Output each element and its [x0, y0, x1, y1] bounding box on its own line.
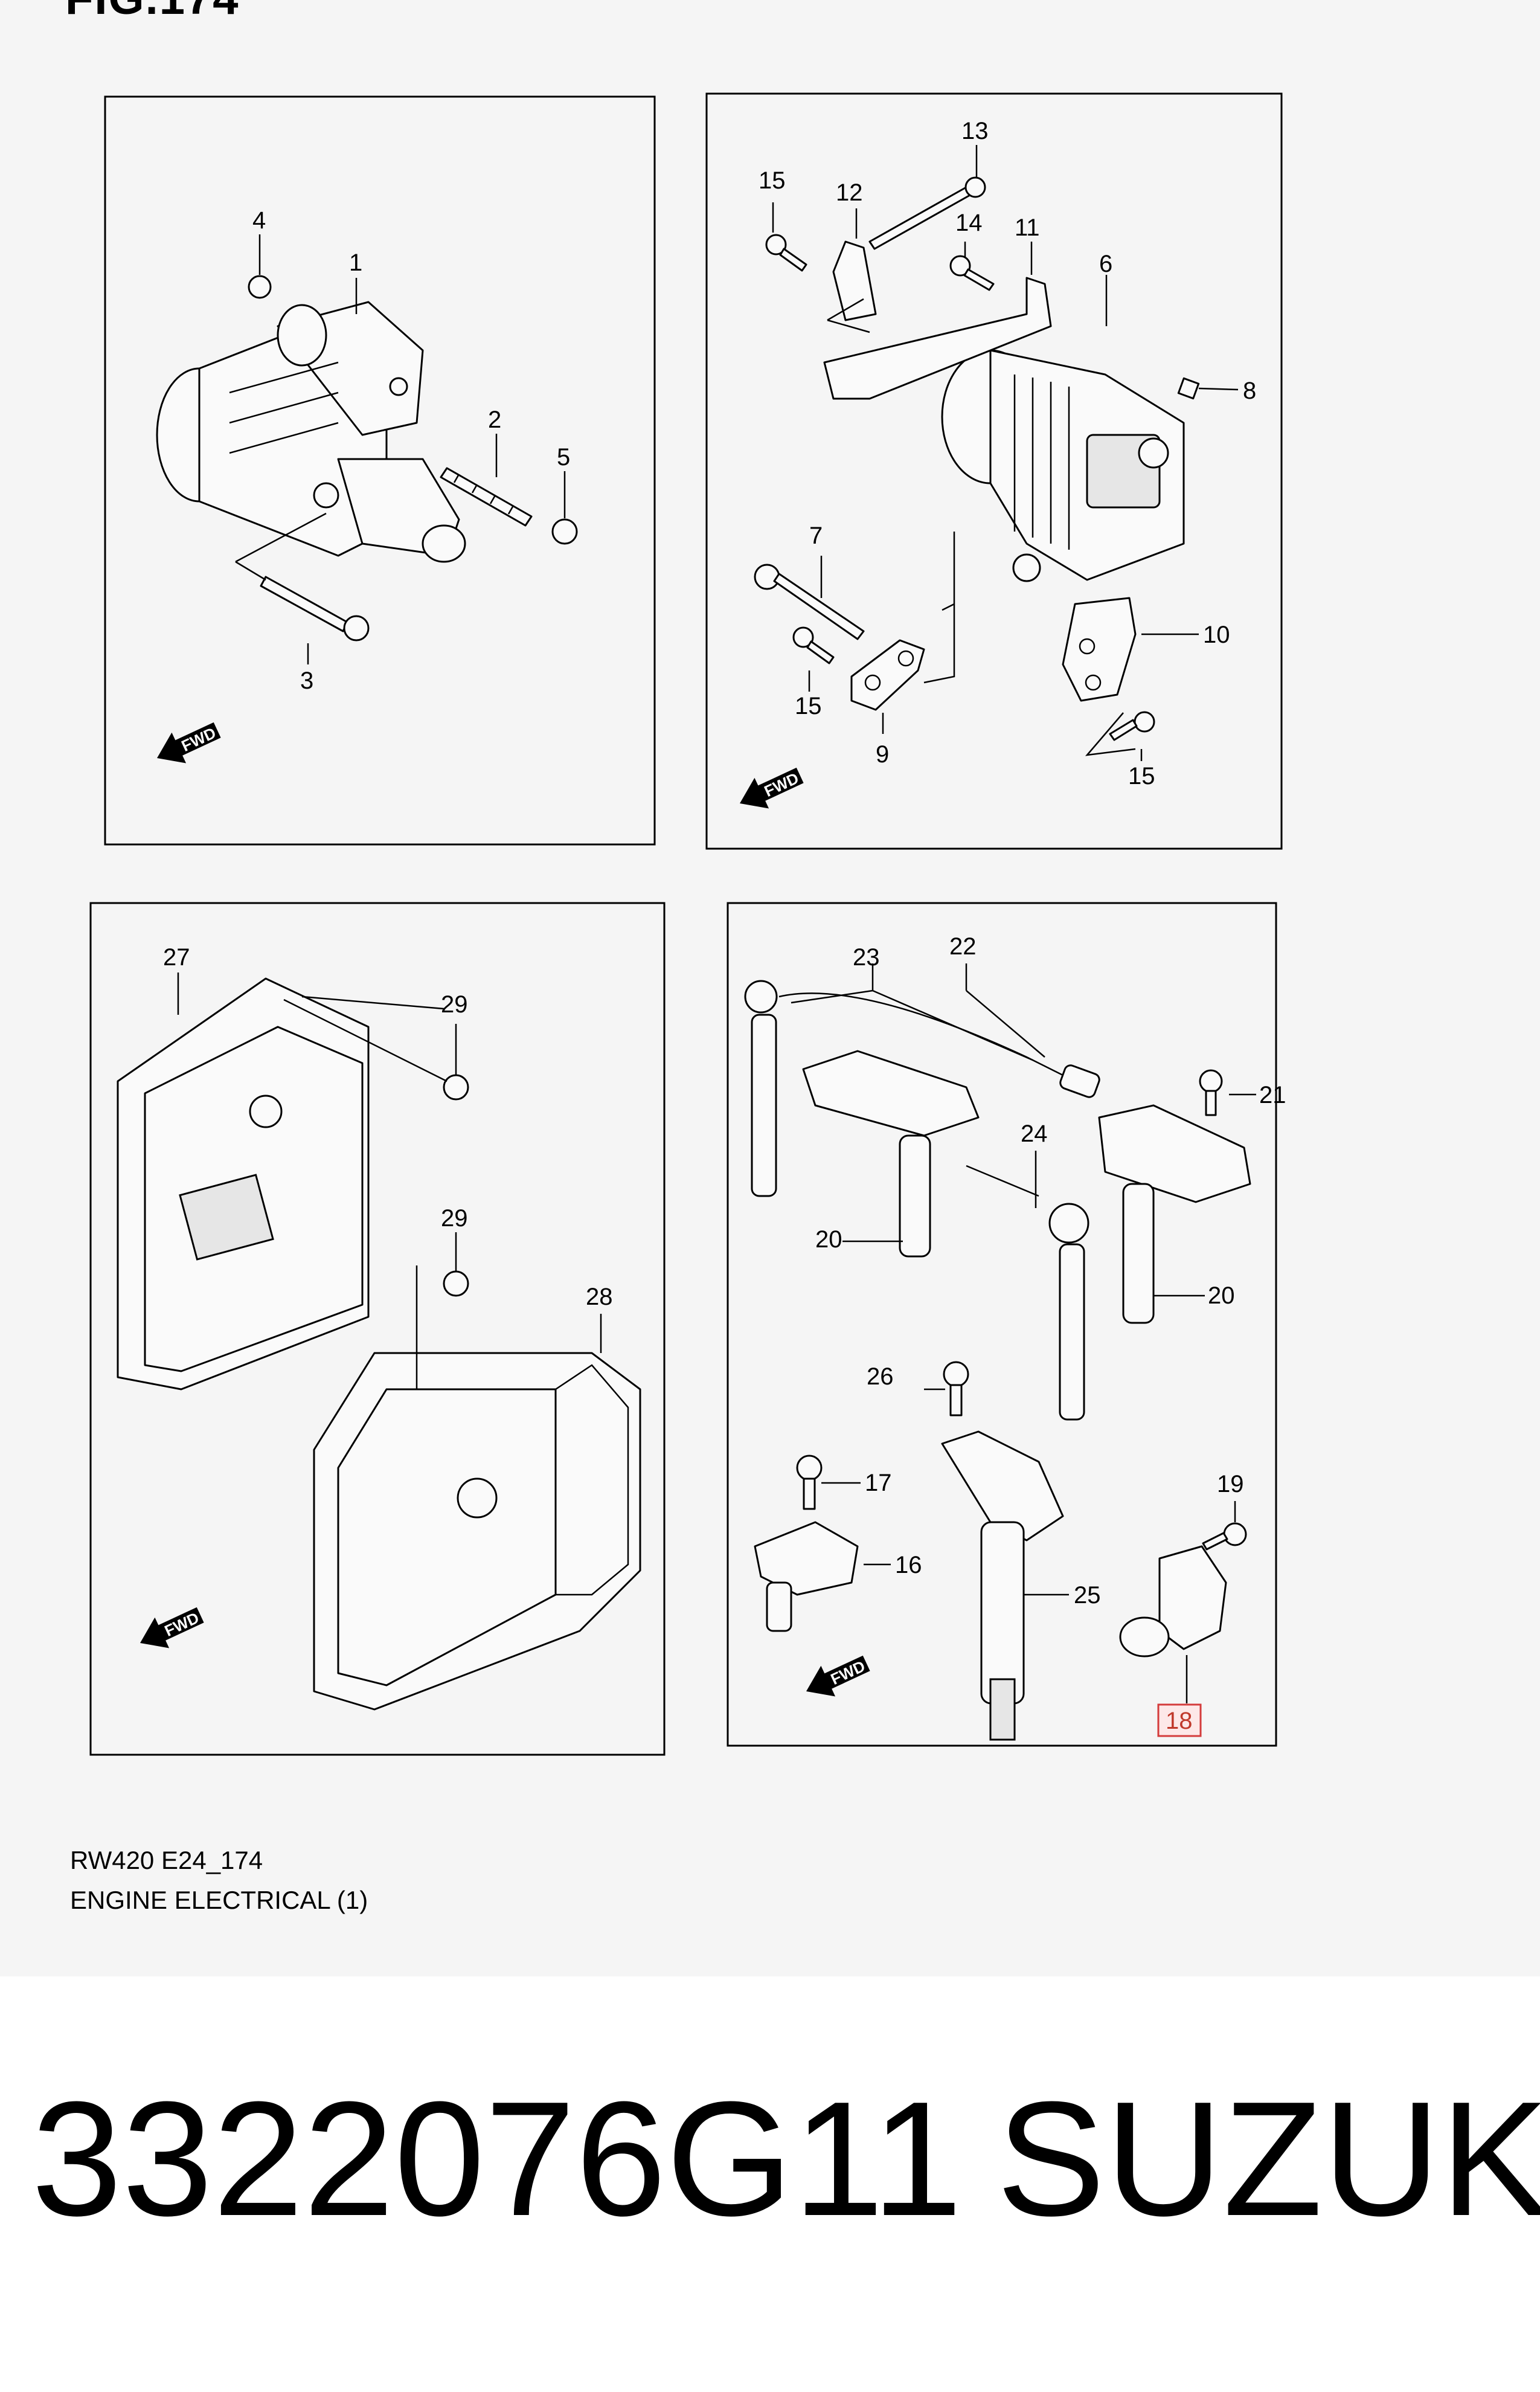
fwd-arrow-icon: FWD	[740, 767, 804, 809]
callout-7: 7	[809, 522, 823, 549]
callout-12: 12	[836, 179, 863, 206]
panel-ecm: 27 29 29 28 FWD	[89, 902, 666, 1756]
starter-bolt-long	[440, 467, 533, 527]
ecm-28	[313, 1352, 641, 1711]
callout-1: 1	[349, 249, 362, 276]
callout-21: 21	[1259, 1082, 1286, 1108]
callout-15-top: 15	[759, 167, 786, 194]
fwd-label: FWD	[162, 1609, 202, 1640]
callout-10: 10	[1203, 622, 1230, 648]
bracket-10	[1062, 597, 1137, 702]
callout-26: 26	[867, 1363, 894, 1390]
ecm-27	[117, 977, 370, 1391]
sensor-16	[754, 1521, 859, 1632]
callout-23: 23	[853, 944, 880, 971]
callout-13: 13	[961, 118, 989, 144]
callout-4: 4	[252, 207, 266, 234]
fwd-label: FWD	[179, 724, 219, 755]
callout-9: 9	[876, 741, 889, 768]
bolt-17	[796, 1455, 823, 1510]
diagram-code: RW420 E24_174	[70, 1846, 263, 1874]
part-number: 3322076G11	[31, 2068, 963, 2250]
panel-starter-frame	[104, 95, 656, 846]
bolt-15-right	[1109, 711, 1155, 741]
panel-alternator-frame	[705, 92, 1283, 850]
callout-27: 27	[163, 944, 190, 971]
callout-20-right: 20	[1208, 1282, 1235, 1309]
plate-9	[850, 639, 925, 711]
bolt-19	[1202, 1522, 1247, 1551]
callout-8: 8	[1243, 378, 1256, 404]
diagram-sheet: FIG.174	[65, 0, 1286, 1914]
alternator-body	[941, 349, 1185, 582]
callout-20-left: 20	[815, 1226, 842, 1253]
figure-label: FIG.174	[65, 0, 240, 25]
nut-8	[1177, 377, 1200, 400]
callout-6: 6	[1099, 251, 1112, 277]
diagram-title: ENGINE ELECTRICAL (1)	[70, 1886, 368, 1914]
callout-5: 5	[557, 444, 570, 471]
callout-17: 17	[865, 1470, 892, 1496]
starter-motor	[156, 301, 466, 563]
panel-ignition-frame	[727, 902, 1277, 1747]
exploded-parts-diagram: 1 2 3 4 5 FWD	[89, 92, 1286, 1756]
callout-28: 28	[586, 1284, 613, 1310]
callout-15-left: 15	[795, 693, 822, 719]
highlight-box	[1157, 1703, 1202, 1737]
brand-name: SUZUKI	[996, 2068, 1540, 2250]
footer-area	[0, 1976, 1540, 2392]
panel-ecm-frame	[89, 902, 666, 1756]
callout-11: 11	[1015, 214, 1040, 241]
starter-bolt-short	[260, 576, 370, 641]
nut-29-top	[443, 1074, 469, 1101]
fwd-label: FWD	[828, 1657, 868, 1688]
ignition-lead-23	[744, 980, 1100, 1197]
fwd-label: FWD	[762, 769, 801, 800]
callout-24: 24	[1021, 1120, 1048, 1147]
panel-starter: 1 2 3 4 5 FWD	[104, 95, 656, 846]
callout-3: 3	[300, 667, 313, 694]
sensor-18	[1119, 1545, 1227, 1657]
nut-29-bottom	[443, 1270, 469, 1297]
callout-19: 19	[1217, 1471, 1244, 1497]
callout-14: 14	[955, 210, 983, 236]
ignition-coil-25	[941, 1430, 1064, 1741]
bolt-21	[1199, 1069, 1223, 1116]
callout-29-bottom: 29	[441, 1205, 468, 1232]
callout-2: 2	[488, 407, 501, 433]
ignition-coil-right	[1098, 1104, 1251, 1324]
ignition-coil-left	[802, 1050, 980, 1258]
callout-15-right: 15	[1128, 763, 1155, 789]
fwd-arrow-icon: FWD	[140, 1607, 204, 1648]
panel-ignition: 22 23 21 24 20 20 26 17 19 16 25 18 FWD	[727, 902, 1286, 1747]
long-bolt-13	[868, 176, 986, 250]
panel-alternator: 13 12 15 14 11 6 8 7 10 15 9 15 FWD	[705, 92, 1283, 850]
bolt-26	[943, 1361, 969, 1416]
fwd-arrow-icon: FWD	[157, 722, 221, 764]
callout-18-highlighted: 18	[1166, 1708, 1193, 1734]
ignition-lead-24	[966, 1165, 1089, 1421]
long-bolt-7	[754, 564, 865, 640]
starter-nut-top	[248, 275, 272, 299]
fwd-arrow-icon: FWD	[806, 1655, 870, 1697]
callout-25: 25	[1074, 1582, 1101, 1609]
bolt-14	[949, 255, 995, 291]
callout-22: 22	[949, 933, 977, 960]
starter-nut-right	[551, 518, 578, 545]
bolt-15-top	[765, 234, 807, 272]
callout-16: 16	[895, 1552, 922, 1578]
alternator-bracket	[823, 240, 1052, 400]
callout-29-top: 29	[441, 991, 468, 1018]
bolt-15-left	[792, 626, 835, 664]
